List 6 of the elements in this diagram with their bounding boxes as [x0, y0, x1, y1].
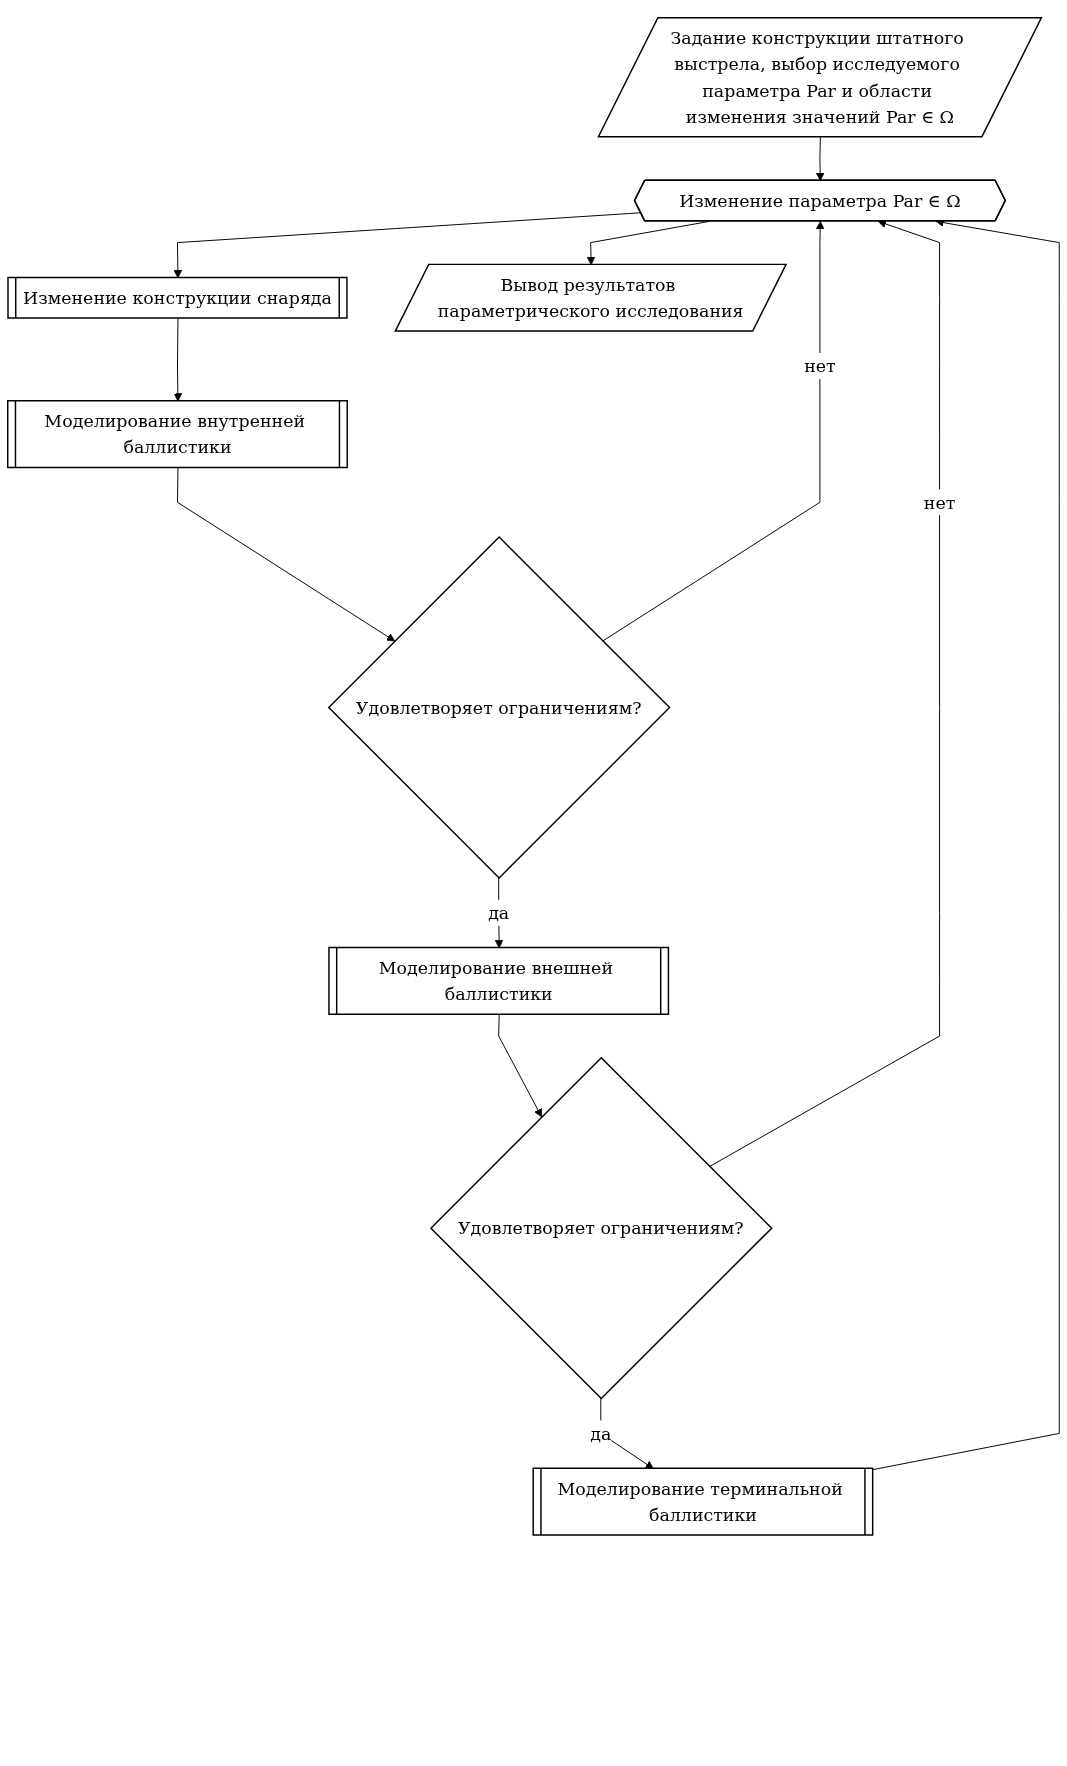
edge-label: нет	[923, 492, 956, 513]
edge-label: да	[488, 902, 510, 923]
node-diamond: Удовлетворяет ограничениям?	[327, 536, 671, 879]
edge-label: нет	[804, 355, 836, 377]
node-diamond: Удовлетворяет ограничениям?	[429, 1056, 773, 1400]
edge-label: да	[590, 1423, 612, 1444]
